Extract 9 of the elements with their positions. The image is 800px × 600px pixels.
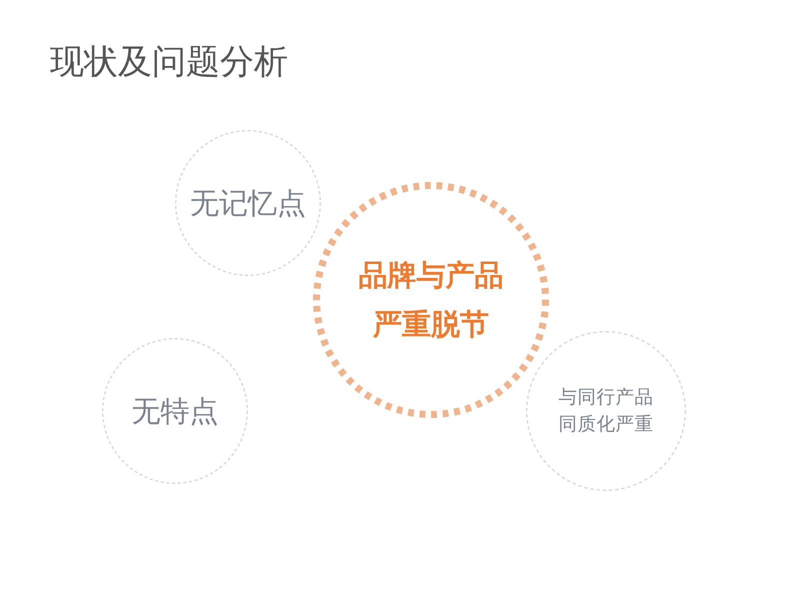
dashed-circle bbox=[175, 130, 321, 276]
dashed-circle bbox=[526, 331, 686, 491]
dashed-circle bbox=[102, 338, 248, 484]
circle-label: 与同行产品同质化严重 bbox=[557, 386, 654, 437]
page-title: 现状及问题分析 bbox=[50, 42, 288, 82]
circle-label: 无特点 bbox=[130, 393, 220, 429]
circle-label: 品牌与产品严重脱节 bbox=[358, 257, 504, 343]
circle-label: 无记忆点 bbox=[189, 185, 307, 221]
dotted-circle bbox=[313, 182, 549, 418]
